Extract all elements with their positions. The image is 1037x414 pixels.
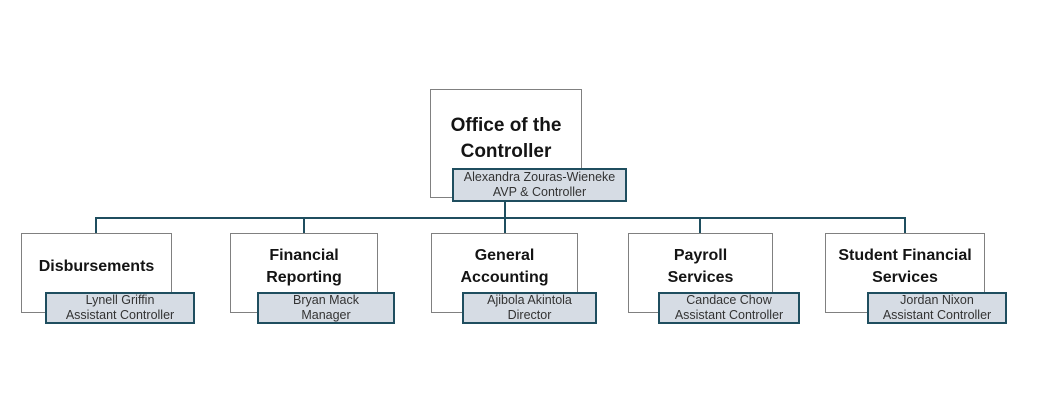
person-box-general-accounting[interactable]: Ajibola Akintola Director <box>462 292 597 324</box>
person-role: AVP & Controller <box>492 185 587 199</box>
org-title-office-of-the-controller: Office of the Controller <box>450 114 562 162</box>
person-name: Jordan Nixon <box>900 293 974 307</box>
person-role: Assistant Controller <box>882 308 992 322</box>
org-title-financial-reporting: Financial Reporting <box>266 247 342 286</box>
person-box-disbursements[interactable]: Lynell Griffin Assistant Controller <box>45 292 195 324</box>
person-name: Candace Chow <box>686 293 772 307</box>
person-role: Assistant Controller <box>65 308 175 322</box>
person-name: Bryan Mack <box>293 293 359 307</box>
person-box-avp-controller[interactable]: Alexandra Zouras-Wieneke AVP & Controlle… <box>452 168 627 202</box>
person-name: Alexandra Zouras-Wieneke <box>463 170 616 184</box>
person-name: Lynell Griffin <box>85 293 155 307</box>
person-role: Director <box>507 308 552 322</box>
person-role: Assistant Controller <box>674 308 784 322</box>
person-box-financial-reporting[interactable]: Bryan Mack Manager <box>257 292 395 324</box>
org-title-student-financial-services: Student Financial Services <box>838 247 972 286</box>
org-title-general-accounting: General Accounting <box>460 247 549 286</box>
org-title-disbursements: Disbursements <box>38 258 155 275</box>
org-box-payroll-services[interactable]: Payroll Services <box>628 233 773 313</box>
person-role: Manager <box>301 308 351 322</box>
person-box-student-financial-services[interactable]: Jordan Nixon Assistant Controller <box>867 292 1007 324</box>
org-title-payroll-services: Payroll Services <box>667 247 734 286</box>
connector-horizontal-bus <box>95 217 906 219</box>
person-name: Ajibola Akintola <box>487 293 572 307</box>
connector-drop-payroll-services <box>699 217 701 234</box>
connector-drop-financial-reporting <box>303 217 305 234</box>
connector-drop-general-accounting <box>504 217 506 234</box>
connector-drop-student-financial <box>904 217 906 234</box>
connector-root-stem <box>504 200 506 217</box>
person-box-payroll-services[interactable]: Candace Chow Assistant Controller <box>658 292 800 324</box>
connector-drop-disbursements <box>95 217 97 234</box>
